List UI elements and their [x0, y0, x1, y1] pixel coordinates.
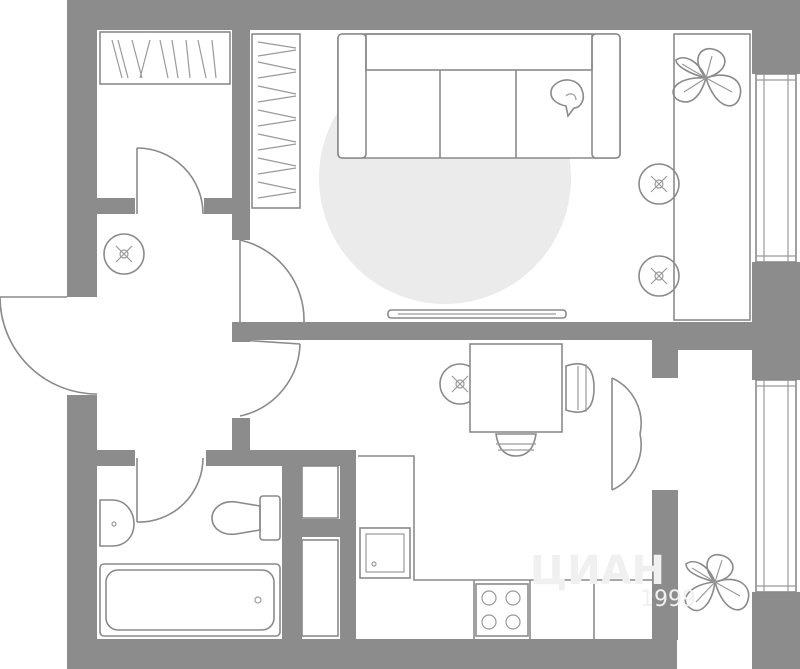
- window-living: [755, 73, 797, 263]
- sofa: [337, 33, 621, 159]
- entrance-door: [0, 296, 98, 395]
- chair-icon: [495, 433, 537, 457]
- ceiling-light-icon: [638, 255, 680, 297]
- watermark-year: 1999: [640, 587, 696, 612]
- dining-table: [469, 343, 563, 433]
- toilet-icon: [211, 495, 281, 541]
- kitchen-door: [239, 339, 301, 417]
- plant-balcony-icon: [684, 553, 750, 612]
- closet-door: [136, 147, 204, 215]
- ceiling-light-icon: [103, 233, 145, 275]
- walls: [67, 0, 800, 669]
- cat-icon: [550, 79, 585, 118]
- chair-icon: [565, 363, 595, 413]
- living-door: [239, 239, 305, 323]
- bathtub: [99, 563, 281, 637]
- ceiling-light-icon: [638, 163, 680, 205]
- watermark: ЦИАН 1999: [530, 548, 696, 612]
- tv-stand: [387, 309, 567, 319]
- kitchen-counter: [358, 455, 652, 639]
- balcony-door: [611, 377, 642, 491]
- bathroom-sink: [99, 499, 135, 547]
- plant-icon: [672, 47, 742, 107]
- kitchen-sink: [359, 527, 411, 579]
- stove-icon: [475, 583, 529, 637]
- wardrobe: [99, 31, 231, 85]
- watermark-brand: ЦИАН: [530, 548, 665, 594]
- shelf-unit: [251, 33, 301, 209]
- window-balcony: [755, 379, 797, 593]
- bathroom-door: [136, 457, 204, 523]
- niche-shelf: [301, 465, 339, 637]
